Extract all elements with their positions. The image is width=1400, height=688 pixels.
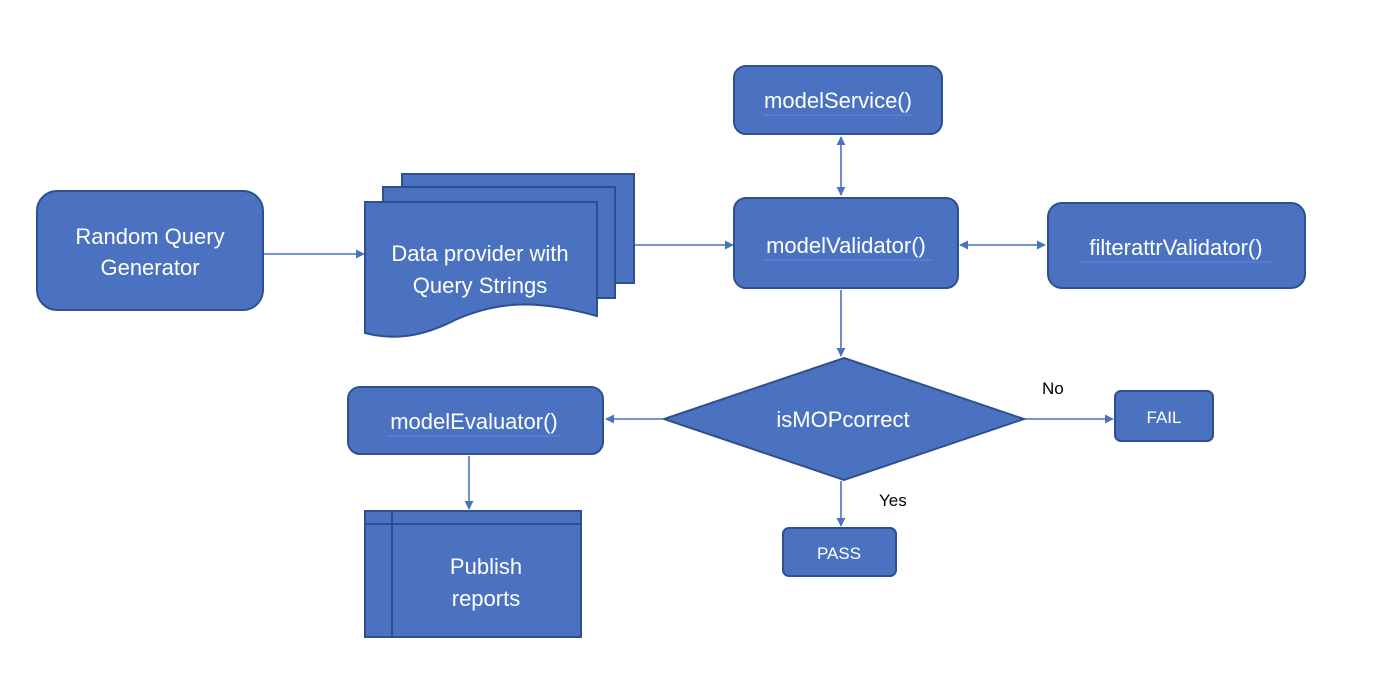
random-query-generator-node: Random Query Generator <box>36 190 264 311</box>
model-service-label: modelService() <box>764 88 912 113</box>
random-query-generator-line2: Generator <box>100 255 199 280</box>
model-evaluator-node: modelEvaluator() <box>347 386 604 455</box>
fail-node: FAIL <box>1114 390 1214 442</box>
model-service-node: modelService() <box>733 65 943 135</box>
edge-label-yes: Yes <box>879 491 907 510</box>
edge-label-no: No <box>1042 379 1064 398</box>
is-mop-correct-decision: isMOPcorrect <box>660 356 1028 482</box>
is-mop-correct-label: isMOPcorrect <box>776 407 909 432</box>
pass-label: PASS <box>817 544 861 563</box>
data-provider-node: Data provider with Query Strings <box>364 173 635 338</box>
random-query-generator-line1: Random Query <box>75 224 224 249</box>
filterattr-validator-label: filterattrValidator() <box>1089 235 1262 260</box>
model-validator-node: modelValidator() <box>733 197 959 289</box>
filterattr-validator-node: filterattrValidator() <box>1047 202 1306 289</box>
model-validator-label: modelValidator() <box>766 233 926 258</box>
publish-reports-node: Publish reports <box>364 510 582 638</box>
publish-reports-line2: reports <box>452 586 520 611</box>
data-provider-line1: Data provider with <box>391 241 568 266</box>
data-provider-line2: Query Strings <box>413 273 548 298</box>
connectors <box>264 136 1114 527</box>
fail-label: FAIL <box>1147 408 1182 427</box>
publish-reports-line1: Publish <box>450 554 522 579</box>
pass-node: PASS <box>782 527 897 577</box>
data-provider-front-sheet <box>364 201 598 338</box>
model-evaluator-label: modelEvaluator() <box>390 409 558 434</box>
